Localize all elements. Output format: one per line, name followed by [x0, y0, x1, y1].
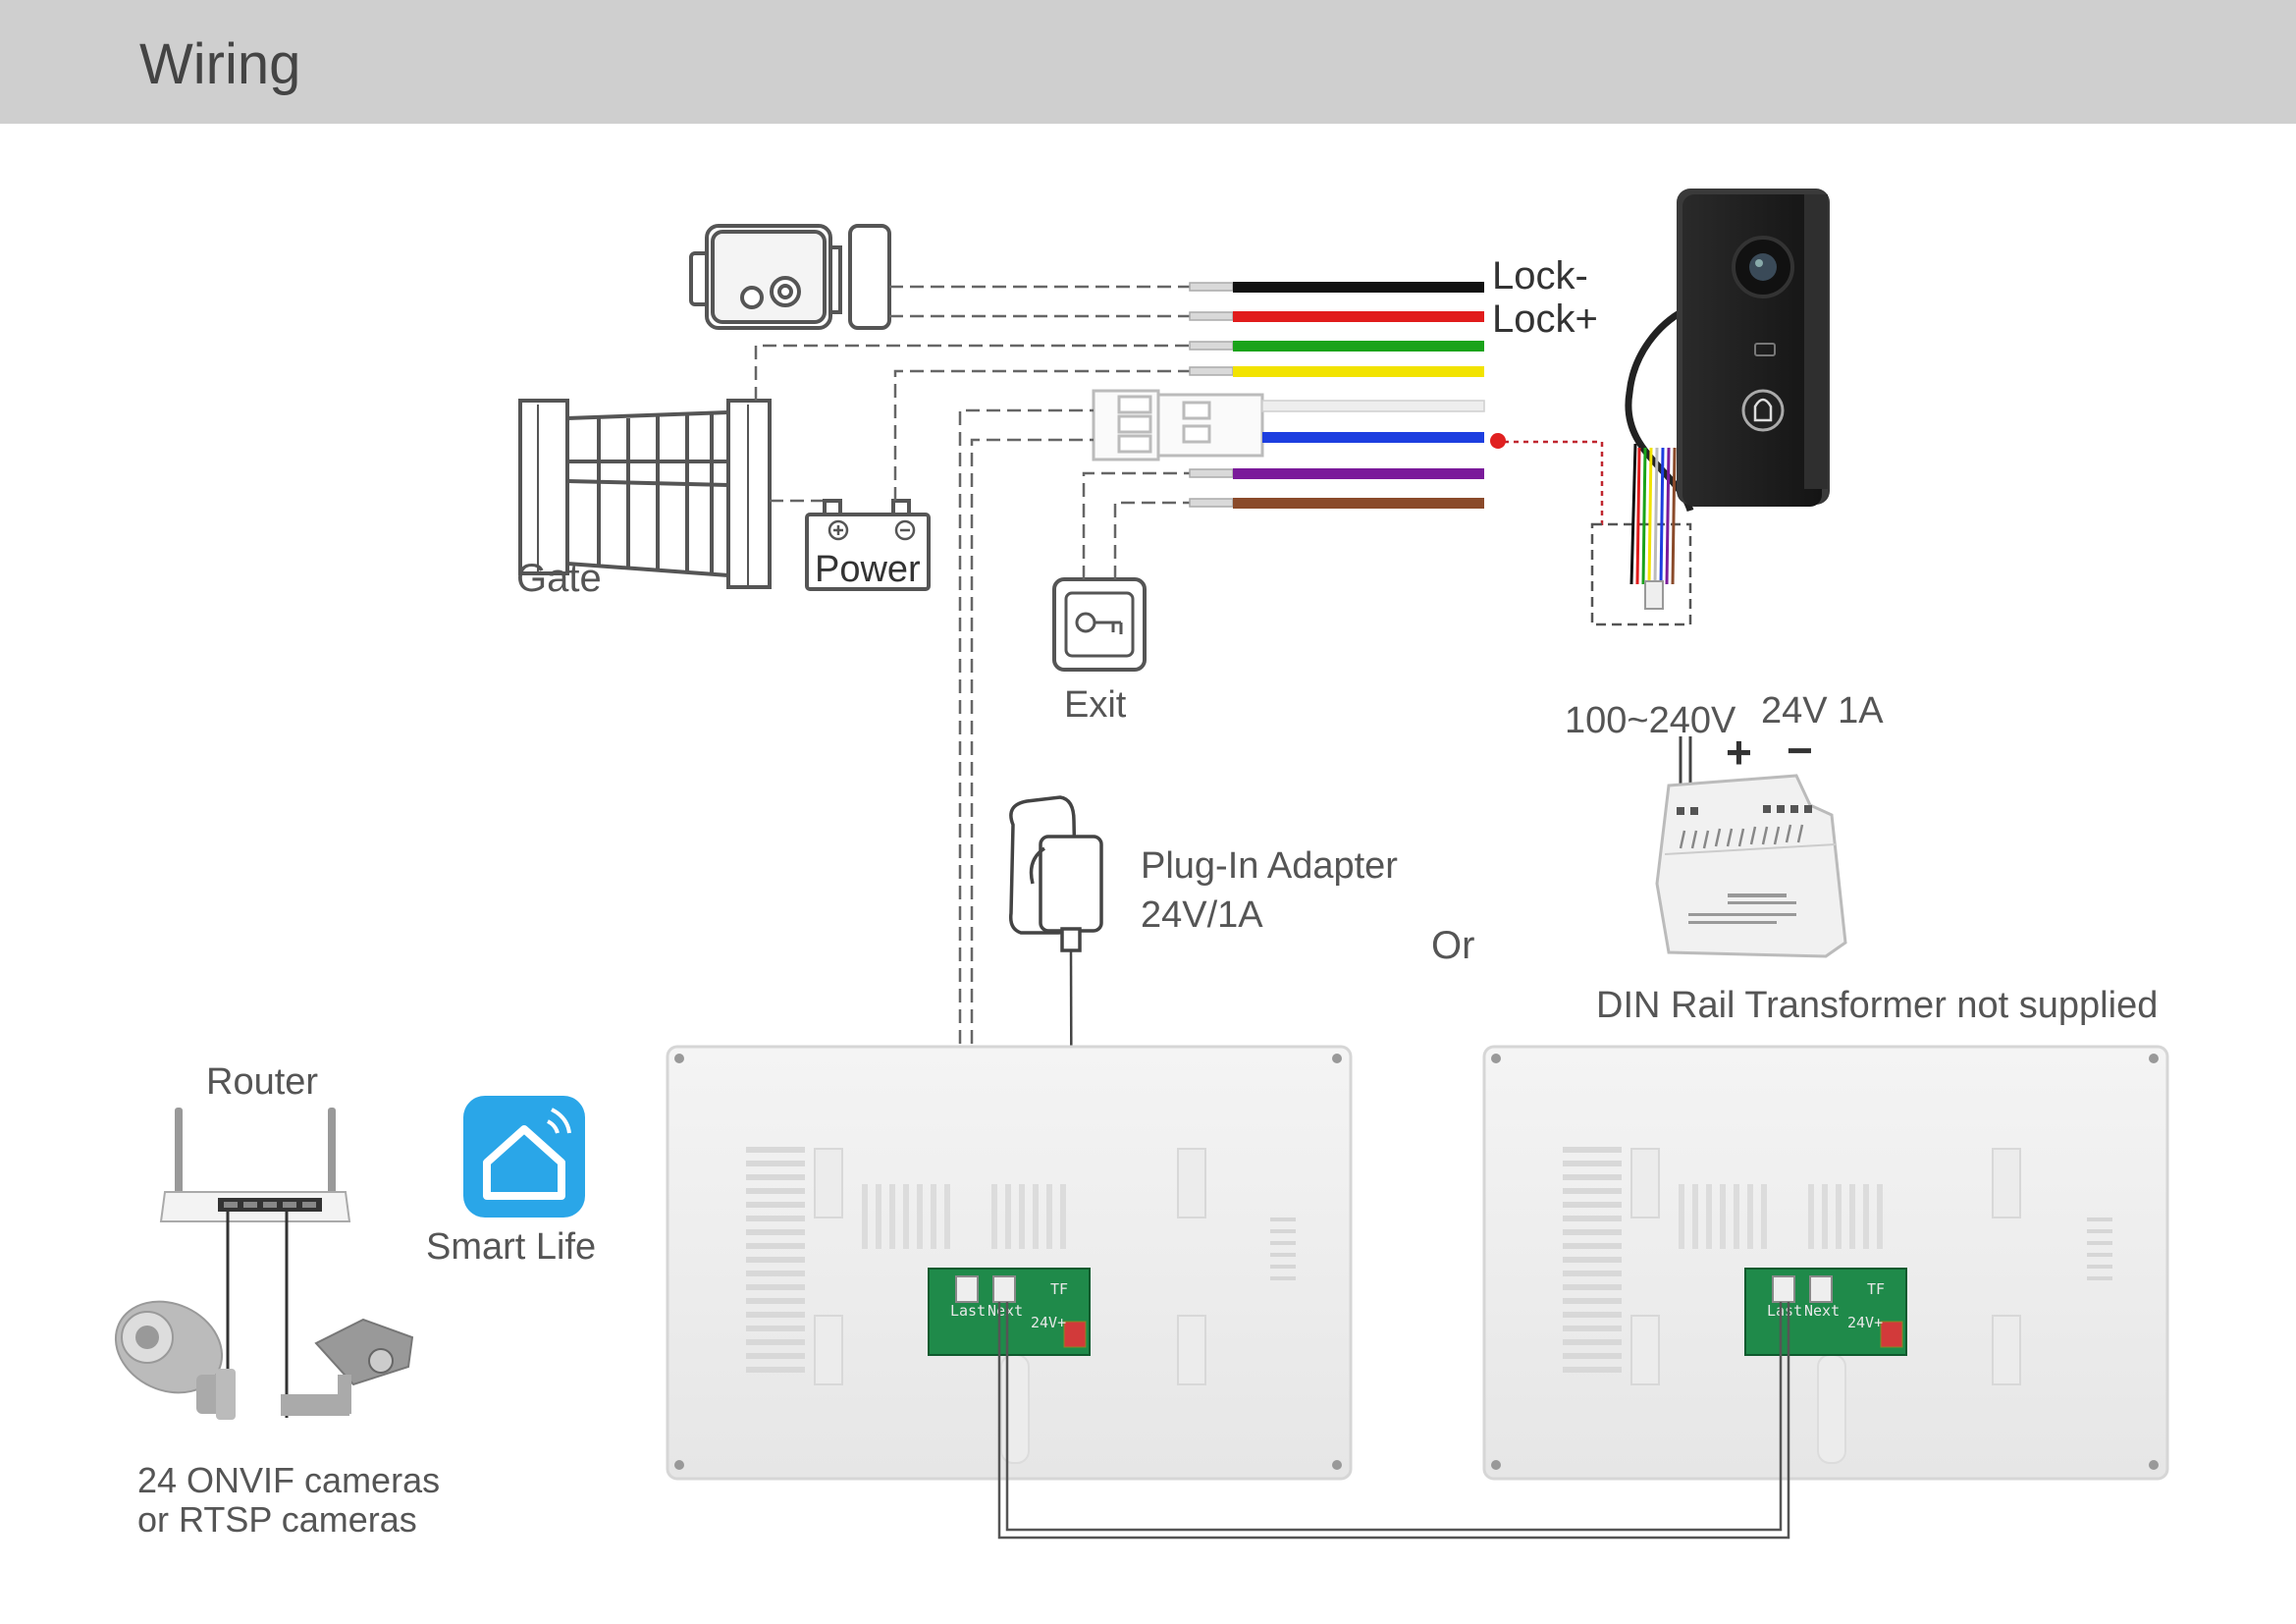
wire-yellow	[1233, 366, 1484, 377]
door-camera-icon	[1625, 189, 1830, 610]
wire-stub-group	[1189, 282, 1234, 508]
page-title: Wiring	[139, 32, 301, 96]
gate-icon	[518, 399, 772, 589]
power-label: Power	[815, 549, 921, 590]
wire-brown	[1233, 498, 1484, 509]
pcb-last-label-2: Last	[1767, 1302, 1802, 1320]
pcb-last-label: Last	[950, 1302, 986, 1320]
plug-adapter-label-2: 24V/1A	[1141, 894, 1263, 936]
or-label: Or	[1431, 924, 1474, 967]
pcb-board: Last Next TF 24V+	[928, 1268, 1091, 1356]
minus-label: −	[1787, 725, 1813, 776]
smart-life-label: Smart Life	[426, 1226, 596, 1268]
monitor-back-icon-2	[1482, 1045, 2169, 1481]
wire-green	[1233, 341, 1484, 352]
pcb-24v-label: 24V+	[1031, 1314, 1066, 1331]
colored-wires	[1189, 282, 1506, 509]
cameras-label-2: or RTSP cameras	[137, 1499, 417, 1540]
pcb-board-2: Last Next TF 24V+	[1744, 1268, 1907, 1356]
plus-label: +	[1726, 727, 1752, 778]
wire-blue	[1262, 432, 1484, 443]
smart-life-home-icon	[463, 1096, 585, 1218]
router-icon	[159, 1108, 351, 1418]
exit-label: Exit	[1064, 684, 1127, 726]
gate-label: Gate	[516, 557, 602, 600]
pcb-next-label-2: Next	[1804, 1302, 1840, 1320]
din-note-label: DIN Rail Transformer not supplied	[1596, 985, 2158, 1026]
wire-purple	[1233, 468, 1484, 479]
pcb-24v-label-2: 24V+	[1847, 1314, 1883, 1331]
exit-key-icon	[1052, 577, 1147, 672]
dashed-connections	[754, 285, 1692, 1271]
monitor-back-icon	[666, 1045, 1353, 1481]
plug-adapter-label-1: Plug-In Adapter	[1141, 845, 1398, 887]
din-transformer-icon	[1655, 736, 1847, 958]
wire-red	[1233, 311, 1484, 322]
voltage-out-label: 24V 1A	[1761, 690, 1884, 731]
lock-minus-label: Lock-	[1492, 254, 1588, 298]
monitor-interconnect	[997, 1302, 1790, 1540]
cctv-camera-icon	[114, 1300, 236, 1420]
red-junction-dot	[1490, 433, 1506, 449]
lock-plus-label: Lock+	[1492, 298, 1598, 341]
wire-white	[1261, 400, 1485, 412]
battery-icon	[805, 499, 931, 591]
connector-block	[1092, 389, 1264, 461]
cameras-label-1: 24 ONVIF cameras	[137, 1460, 440, 1500]
cctv-camera-icon-2	[281, 1318, 414, 1416]
pcb-tf-label-2: TF	[1867, 1280, 1885, 1298]
voltage-in-label: 100~240V	[1565, 700, 1736, 741]
header-bar: Wiring	[0, 0, 2296, 124]
router-label: Router	[206, 1061, 318, 1103]
wire-black	[1233, 282, 1484, 293]
pcb-tf-label: TF	[1050, 1280, 1068, 1298]
lock-icon	[689, 224, 891, 330]
pcb-next-label: Next	[988, 1302, 1023, 1320]
